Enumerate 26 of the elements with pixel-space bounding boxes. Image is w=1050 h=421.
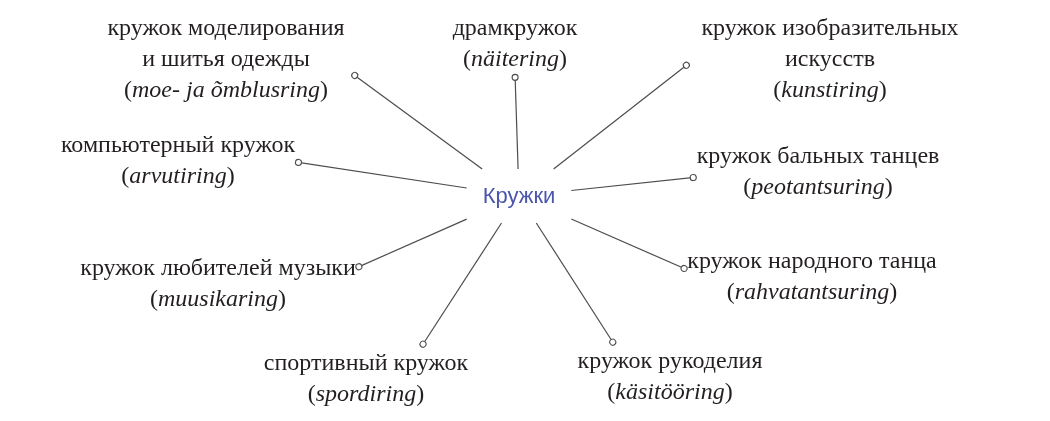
club-name: кружок бальных танцев xyxy=(696,141,940,170)
connector-line xyxy=(570,218,688,272)
connector-line xyxy=(419,222,503,348)
club-name: компьютерный кружок xyxy=(60,130,296,159)
club-name: кружок народного танца xyxy=(687,246,937,275)
club-name-translation: (arvutiring) xyxy=(121,161,235,190)
connector-line xyxy=(553,61,690,170)
club-name-translation: (moe- ja õmblusring) xyxy=(124,75,328,104)
club-name-translation: (peotantsuring) xyxy=(743,172,893,201)
club-name: драмкружок xyxy=(452,13,578,42)
connector-line xyxy=(351,71,483,170)
club-name-translation: (rahvatantsuring) xyxy=(726,277,898,306)
topic-label: Кружки xyxy=(480,183,558,209)
connector-line xyxy=(355,218,468,271)
club-name-translation: (muusikaring) xyxy=(150,284,286,313)
club-name-translation: (näitering) xyxy=(463,44,567,73)
club-name: кружок рукоделия xyxy=(577,346,763,375)
club-name-translation: (käsitööring) xyxy=(607,377,733,406)
connector-line xyxy=(570,174,698,192)
club-name-translation: (spordiring) xyxy=(307,379,425,408)
connector-line xyxy=(511,73,519,170)
club-name: кружок любителей музыки xyxy=(80,253,356,282)
connector-line xyxy=(535,222,617,346)
club-name: спортивный кружок xyxy=(263,348,469,377)
club-name-translation: (kunstiring) xyxy=(773,75,887,104)
connector-line xyxy=(294,158,468,189)
